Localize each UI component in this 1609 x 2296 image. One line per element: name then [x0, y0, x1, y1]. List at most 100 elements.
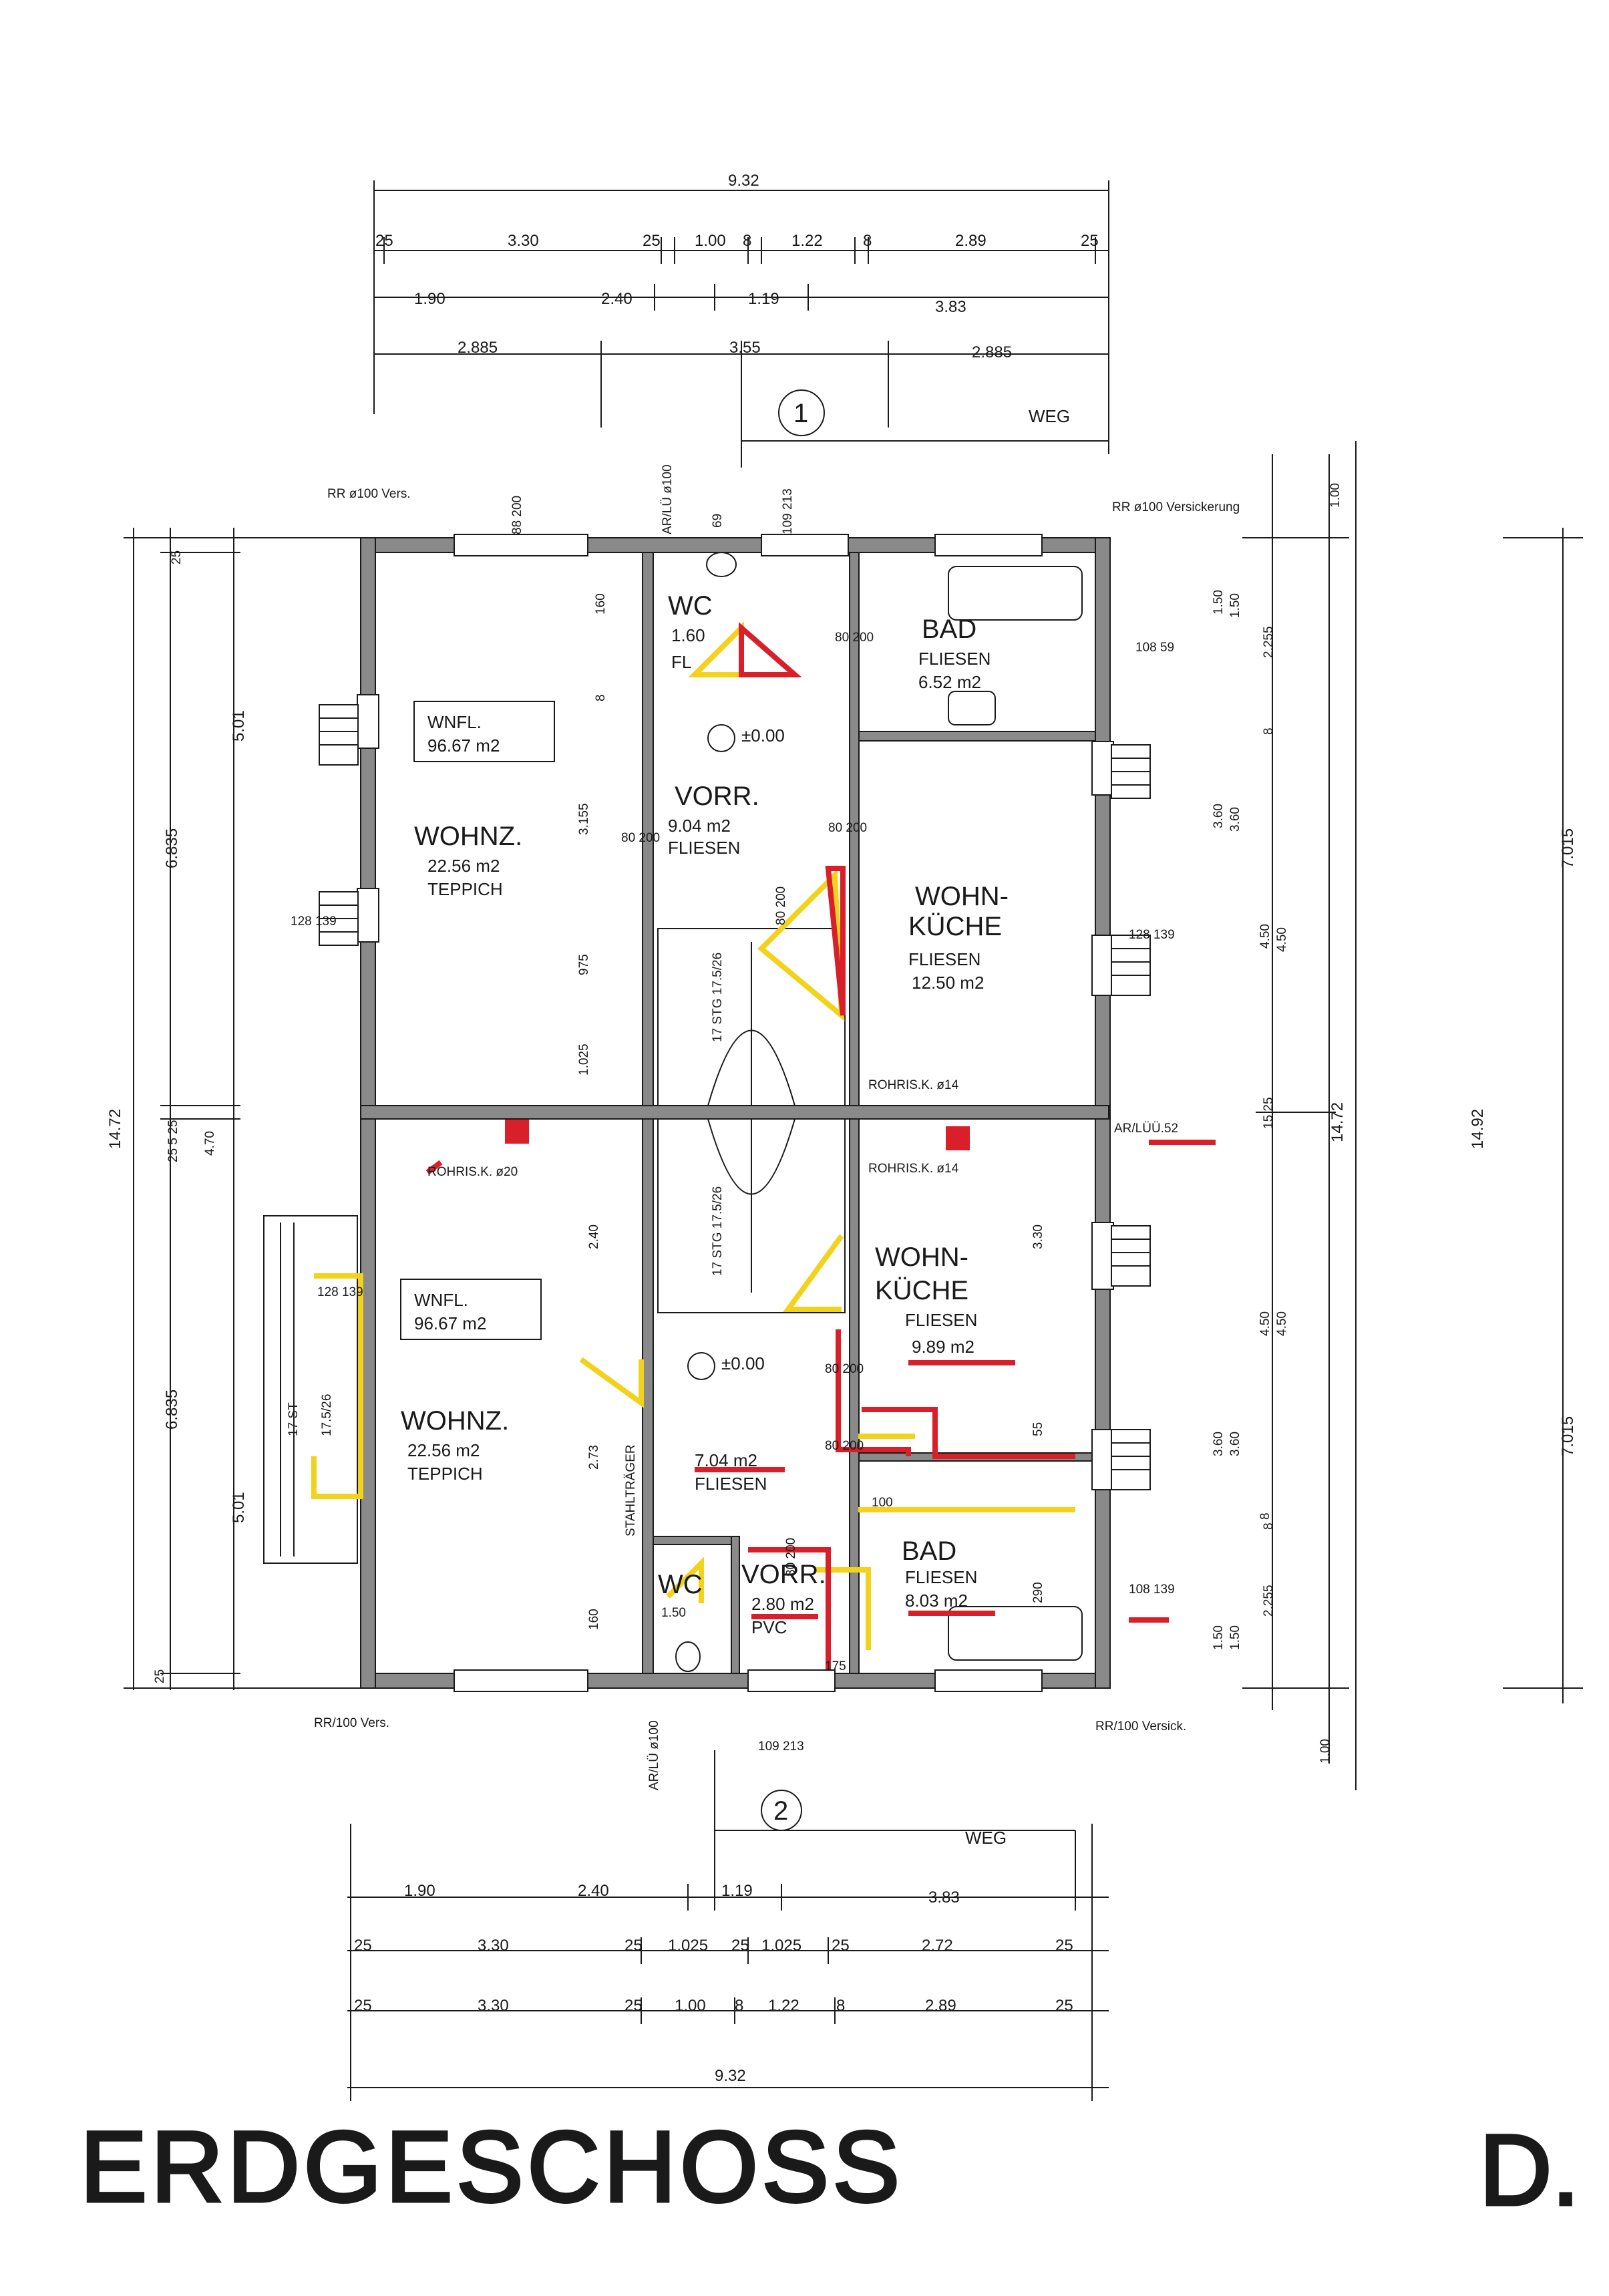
right-dimension-lines — [1242, 441, 1583, 1790]
lower-kueche-2: KÜCHE — [875, 1276, 968, 1305]
dim-top-r3-0: 2.885 — [458, 339, 498, 357]
dim-bot-r3-5: 1.22 — [768, 1997, 799, 2015]
note-rr-top-right: RR ø100 Versickerung — [1112, 500, 1240, 514]
right-dim-13: 8 — [1262, 1522, 1276, 1530]
axis-marker-1-circle — [778, 389, 825, 436]
path-label-bottom: WEG — [965, 1828, 1007, 1848]
terrace-stair — [263, 1215, 358, 1564]
dim-top-r2-2: 1.19 — [748, 290, 779, 308]
left-dim-7: 5.01 — [230, 1492, 248, 1523]
dim-top-r1-6: 8 — [863, 232, 872, 250]
lower-level-symbol — [687, 1352, 715, 1380]
dim-top-r2-1: 2.40 — [601, 290, 633, 308]
upper-inner-7: 3.60 — [1212, 804, 1226, 828]
lower-door-8: 175 — [825, 1659, 846, 1673]
right-dim-14: 2.255 — [1262, 1585, 1276, 1617]
upper-door-1: 80 200 — [835, 631, 874, 645]
dim-bot-r1-0: 1.90 — [404, 1882, 435, 1900]
lower-bad-floor: FLIESEN — [905, 1567, 977, 1587]
upper-vorr-area: 9.04 m2 — [668, 816, 731, 836]
lower-door-5: 108 139 — [1129, 1583, 1175, 1597]
right-dim-11: 4.50 — [1275, 1311, 1289, 1336]
left-dim-4: 25 5 25 — [166, 1120, 180, 1162]
lower-door-4: 80 200 — [784, 1538, 798, 1577]
lower-door-6: 109 213 — [758, 1740, 804, 1754]
walls — [360, 537, 1111, 1689]
right-dim-16: 1.00 — [1318, 1739, 1332, 1764]
upper-wnfl-box — [413, 701, 555, 762]
lower-inner-8: 3.60 — [1212, 1432, 1226, 1456]
axis-marker-1: 1 — [793, 399, 808, 428]
dim-top-total: 9.32 — [728, 172, 759, 190]
shutters — [319, 704, 1151, 1490]
lower-wnfl-label: WNFL. — [414, 1290, 468, 1310]
upper-rohr: ROHRIS.K. ø14 — [868, 1078, 959, 1092]
upper-inner-2: 8 — [594, 694, 608, 701]
right-dim-3: 8 — [1262, 727, 1276, 735]
lower-bad-area: 8.03 m2 — [905, 1591, 968, 1611]
dim-bot-r2-0: 25 — [354, 1937, 372, 1955]
dim-top-r2-3: 3.83 — [935, 298, 966, 316]
lower-kueche-floor: FLIESEN — [905, 1310, 977, 1330]
lower-door-1: 128 139 — [317, 1285, 363, 1299]
right-dim-12: 3.60 — [1228, 1432, 1242, 1456]
red-markings — [425, 622, 1216, 1670]
right-dim-6: 15 25 — [1262, 1097, 1276, 1129]
fixtures — [675, 552, 1083, 1672]
upper-wohnz-label: WOHNZ. — [414, 822, 522, 851]
dim-bot-r2-8: 25 — [1055, 1937, 1073, 1955]
dim-bot-r3-3: 1.00 — [675, 1997, 706, 2015]
axis-marker-2: 2 — [773, 1796, 788, 1826]
lower-vorr-area2: 7.04 m2 — [695, 1450, 757, 1470]
top-dimension-lines — [373, 180, 1109, 468]
dim-bot-r2-7: 2.72 — [922, 1937, 953, 1955]
lower-wnfl-value: 96.67 m2 — [414, 1313, 486, 1333]
right-dim-0: 1.00 — [1328, 483, 1343, 508]
dim-top-r3-1: 3.55 — [729, 339, 761, 357]
note-ar-top: AR/LÜ ø100 — [661, 464, 675, 534]
dim-top-r1-5: 1.22 — [791, 232, 823, 250]
lower-wohnz-label: WOHNZ. — [401, 1406, 509, 1436]
dim-bot-r2-6: 25 — [832, 1937, 850, 1955]
left-dim-3: 14.72 — [106, 1109, 124, 1149]
upper-kueche-2: KÜCHE — [908, 912, 1002, 941]
dim-top-r1-2: 25 — [643, 232, 661, 250]
lower-inner-5: 290 — [1031, 1582, 1045, 1603]
lower-door-9: 55 — [1031, 1422, 1045, 1436]
left-dim-6: 6.835 — [163, 1389, 181, 1430]
lower-door-3: 80 200 — [825, 1439, 864, 1453]
upper-door-3: 80 200 — [828, 821, 867, 835]
upper-kueche-area: 12.50 m2 — [912, 973, 984, 993]
axis-marker-2-circle — [761, 1790, 802, 1831]
lower-level: ±0.00 — [721, 1353, 765, 1373]
left-dim-1: 5.01 — [230, 710, 248, 742]
upper-wohnz-floor: TEPPICH — [427, 879, 503, 899]
upper-inner-5: 1.025 — [577, 1043, 591, 1076]
stairs — [657, 928, 846, 1313]
right-dim-1: 1.50 — [1228, 593, 1242, 618]
upper-door-10: 128 139 — [1129, 928, 1175, 942]
dim-bot-r3-2: 25 — [624, 1997, 643, 2015]
dim-bot-r2-3: 1.025 — [668, 1937, 708, 1955]
dim-top-r3-2: 2.885 — [972, 343, 1012, 361]
lower-door-7: 100 — [872, 1496, 893, 1510]
lower-kueche-area: 9.89 m2 — [912, 1337, 974, 1357]
path-label-top: WEG — [1029, 406, 1070, 426]
upper-door-9: 128 139 — [291, 915, 337, 929]
upper-door-5: 88 200 — [510, 496, 524, 534]
upper-bad-floor: FLIESEN — [918, 649, 991, 669]
right-dim-10: 7.015 — [1559, 1416, 1577, 1456]
upper-wnfl-label: WNFL. — [427, 712, 482, 732]
dim-bot-r3-8: 25 — [1055, 1997, 1073, 2015]
dim-bot-r3-4: 8 — [735, 1997, 743, 2015]
left-dim-2: 6.835 — [163, 828, 181, 868]
lower-vorr-area: 2.80 m2 — [751, 1594, 814, 1614]
right-dim-9: 7.015 — [1559, 828, 1577, 868]
dim-top-r1-8: 25 — [1081, 232, 1099, 250]
terrace-stair-dim: 17.5/26 — [320, 1394, 334, 1436]
upper-inner-8: 4.50 — [1258, 924, 1272, 949]
dim-bot-r3-6: 8 — [836, 1997, 845, 2015]
dim-bot-r1-3: 3.83 — [928, 1889, 960, 1907]
upper-wc-label: WC — [668, 591, 713, 621]
note-ar-bottom: AR/LÜ ø100 — [647, 1720, 661, 1790]
